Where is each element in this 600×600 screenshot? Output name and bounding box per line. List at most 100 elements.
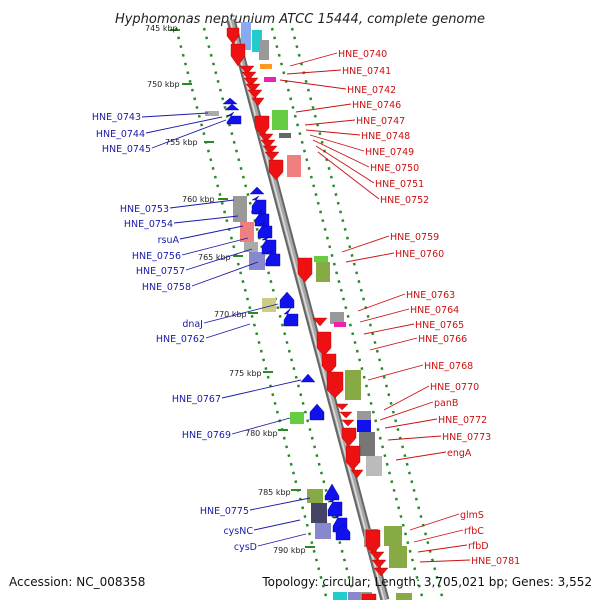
gene-label-HNE_0756: HNE_0756 — [132, 237, 249, 262]
gene-label-HNE_0753: HNE_0753 — [120, 199, 235, 215]
forward-genes — [226, 27, 389, 600]
gene-label-cysD: cysD — [234, 533, 307, 553]
left-gene-labels: HNE_0743 HNE_0744 HNE_0745 HNE_0753 HNE_… — [92, 112, 311, 553]
gene-label-HNE_0765: HNE_0765 — [363, 320, 464, 335]
svg-text:785 kbp: 785 kbp — [258, 488, 291, 497]
svg-text:750 kbp: 750 kbp — [147, 80, 180, 89]
svg-text:765 kbp: 765 kbp — [198, 253, 231, 262]
svg-text:HNE_0745: HNE_0745 — [102, 144, 151, 155]
gene-label-cysNC: cysNC — [223, 519, 301, 537]
gene-label-panB: panB — [379, 398, 458, 421]
svg-text:cysD: cysD — [234, 542, 257, 553]
kbp-tick-780: 780 kbp — [245, 429, 288, 438]
svg-text:HNE_0760: HNE_0760 — [395, 249, 444, 260]
svg-text:HNE_0765: HNE_0765 — [415, 320, 464, 331]
gene-label-HNE_0746: HNE_0746 — [295, 100, 401, 113]
gene-label-HNE_0781: HNE_0781 — [419, 556, 520, 567]
gene-label-HNE_0757: HNE_0757 — [136, 248, 253, 277]
gene-label-HNE_0745: HNE_0745 — [102, 119, 227, 155]
gene-label-HNE_0763: HNE_0763 — [357, 290, 455, 312]
kbp-tick-765: 765 kbp — [198, 253, 243, 262]
kbp-tick-770: 770 kbp — [214, 310, 258, 319]
gene-label-HNE_0775: HNE_0775 — [200, 497, 311, 517]
gene-label-HNE_0742: HNE_0742 — [279, 79, 396, 96]
svg-text:HNE_0740: HNE_0740 — [338, 49, 387, 60]
svg-text:panB: panB — [434, 398, 458, 409]
kbp-tick-755: 755 kbp — [165, 138, 214, 147]
svg-text:HNE_0764: HNE_0764 — [410, 305, 459, 316]
feature-blocks — [205, 22, 412, 600]
accession-text: Accession: NC_008358 — [9, 575, 145, 589]
gene-label-HNE_0762: HNE_0762 — [156, 323, 251, 345]
gene-label-HNE_0764: HNE_0764 — [359, 305, 459, 323]
kbp-tick-760: 760 kbp — [182, 195, 228, 204]
gene-label-HNE_0747: HNE_0747 — [304, 116, 405, 127]
svg-text:HNE_0768: HNE_0768 — [424, 361, 473, 372]
gene-label-HNE_0770: HNE_0770 — [383, 382, 479, 411]
gene-label-HNE_0740: HNE_0740 — [289, 49, 387, 67]
svg-text:engA: engA — [447, 448, 472, 459]
gene-label-rsuA: rsuA — [158, 225, 244, 246]
svg-text:755 kbp: 755 kbp — [165, 138, 198, 147]
svg-text:HNE_0748: HNE_0748 — [361, 131, 410, 142]
svg-text:760 kbp: 760 kbp — [182, 195, 215, 204]
gene-label-HNE_0760: HNE_0760 — [345, 249, 444, 263]
gene-label-HNE_0758: HNE_0758 — [142, 261, 259, 293]
svg-text:780 kbp: 780 kbp — [245, 429, 278, 438]
gene-label-rfbC: rfbC — [413, 526, 484, 543]
gene-label-HNE_0766: HNE_0766 — [369, 334, 467, 351]
svg-text:HNE_0749: HNE_0749 — [365, 147, 414, 158]
gene-label-HNE_0752: HNE_0752 — [317, 151, 429, 206]
svg-text:HNE_0763: HNE_0763 — [406, 290, 455, 301]
svg-text:770 kbp: 770 kbp — [214, 310, 247, 319]
svg-text:HNE_0744: HNE_0744 — [96, 129, 145, 140]
kbp-ticks: 745 kbp 750 kbp 755 kbp 760 kbp 765 kbp … — [145, 24, 315, 555]
svg-text:HNE_0754: HNE_0754 — [124, 219, 173, 230]
svg-text:glmS: glmS — [460, 510, 484, 521]
gene-label-HNE_0772: HNE_0772 — [384, 415, 487, 429]
gene-label-HNE_0759: HNE_0759 — [341, 232, 439, 253]
svg-text:HNE_0747: HNE_0747 — [356, 116, 405, 127]
gene-label-HNE_0748: HNE_0748 — [305, 129, 410, 142]
svg-text:HNE_0772: HNE_0772 — [438, 415, 487, 426]
gene-label-HNE_0754: HNE_0754 — [124, 215, 239, 230]
svg-text:HNE_0753: HNE_0753 — [120, 204, 169, 215]
topology-text: Topology: circular; Length: 3,705,021 bp… — [261, 575, 592, 589]
svg-text:HNE_0773: HNE_0773 — [442, 432, 491, 443]
svg-text:HNE_0751: HNE_0751 — [375, 179, 424, 190]
svg-text:HNE_0758: HNE_0758 — [142, 282, 191, 293]
svg-text:cysNC: cysNC — [223, 526, 253, 537]
gene-label-HNE_0741: HNE_0741 — [286, 66, 391, 77]
svg-text:HNE_0759: HNE_0759 — [390, 232, 439, 243]
svg-text:HNE_0743: HNE_0743 — [92, 112, 141, 123]
svg-text:775 kbp: 775 kbp — [229, 369, 262, 378]
svg-text:HNE_0781: HNE_0781 — [471, 556, 520, 567]
svg-text:HNE_0752: HNE_0752 — [380, 195, 429, 206]
svg-text:rfbC: rfbC — [464, 526, 484, 537]
right-gene-labels: HNE_0740 HNE_0741 HNE_0742 HNE_0746 HNE_… — [279, 49, 520, 567]
svg-text:HNE_0769: HNE_0769 — [182, 430, 231, 441]
svg-text:HNE_0770: HNE_0770 — [430, 382, 479, 393]
svg-text:HNE_0750: HNE_0750 — [370, 163, 419, 174]
svg-text:790 kbp: 790 kbp — [273, 546, 306, 555]
gene-label-HNE_0743: HNE_0743 — [92, 112, 209, 123]
svg-text:HNE_0757: HNE_0757 — [136, 266, 185, 277]
gene-label-HNE_0773: HNE_0773 — [387, 432, 491, 443]
svg-text:HNE_0767: HNE_0767 — [172, 394, 221, 405]
svg-text:HNE_0741: HNE_0741 — [342, 66, 391, 77]
gene-label-rfbD: rfbD — [417, 541, 489, 553]
svg-text:745 kbp: 745 kbp — [145, 24, 178, 33]
kbp-tick-745: 745 kbp — [145, 24, 180, 33]
kbp-tick-775: 775 kbp — [229, 369, 273, 378]
gene-label-HNE_0769: HNE_0769 — [182, 417, 291, 441]
gene-label-HNE_0768: HNE_0768 — [367, 361, 473, 381]
gene-label-HNE_0751: HNE_0751 — [315, 145, 424, 190]
svg-text:HNE_0762: HNE_0762 — [156, 334, 205, 345]
svg-text:rfbD: rfbD — [468, 541, 489, 552]
gene-label-HNE_0749: HNE_0749 — [309, 134, 414, 158]
gene-label-dnaJ: dnaJ — [182, 303, 279, 330]
svg-text:rsuA: rsuA — [158, 235, 180, 246]
gene-label-glmS: glmS — [409, 510, 484, 531]
svg-text:HNE_0742: HNE_0742 — [347, 85, 396, 96]
